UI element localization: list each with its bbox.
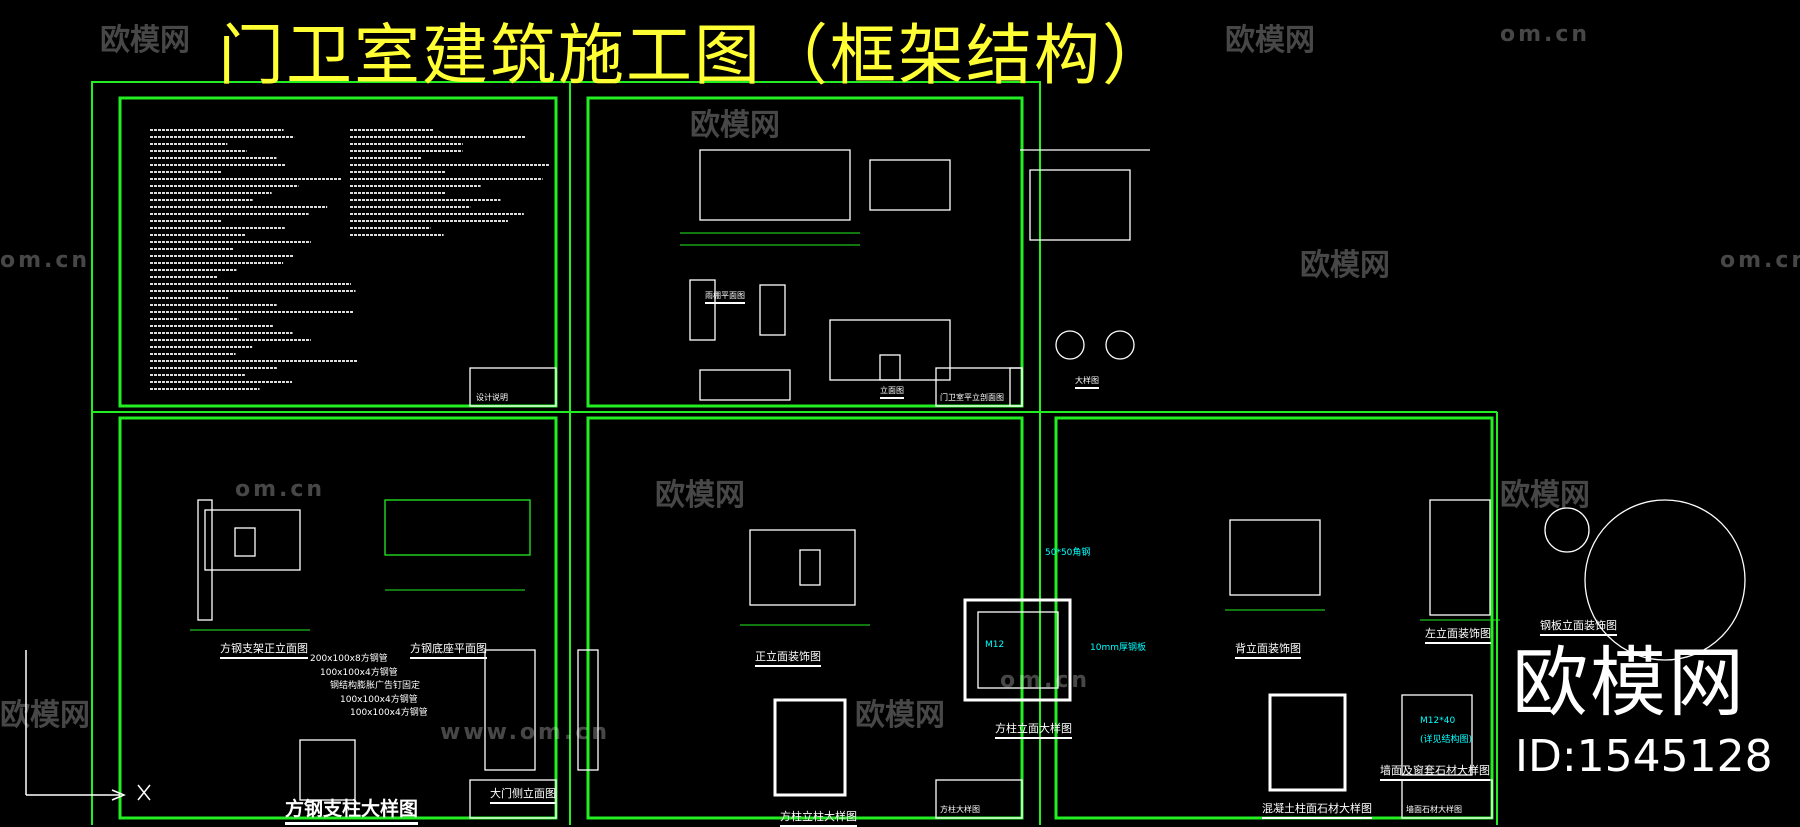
sheet2-label-3: 大样图 [1075, 375, 1099, 389]
ucs-icon [25, 650, 151, 801]
note: 100x100x4方钢管 [350, 708, 428, 718]
sheet5-label-5: 墙面及窗套石材大样图 [1380, 762, 1490, 781]
watermark-brand: 欧模网 [855, 698, 945, 733]
watermark-url: om.cn [0, 248, 91, 273]
model-id-watermark: ID:1545128 [1515, 731, 1773, 782]
watermark-brand: 欧模网 [100, 23, 190, 58]
sheet2-label-1: 雨棚平面图 [705, 290, 745, 304]
brand-watermark: 欧模网 [1512, 638, 1746, 727]
watermark-url: om.cn [1500, 22, 1591, 47]
note: 钢结构膨胀广告钉固定 [330, 681, 421, 691]
watermark-brand: 欧模网 [1225, 23, 1315, 58]
watermark-brand: 欧模网 [690, 108, 780, 143]
drawing-title: 门卫室建筑施工图（框架结构） [218, 17, 1170, 94]
sheet4-label-3: 方柱立柱大样图 [780, 808, 857, 827]
note: 10mm厚钢板 [1090, 643, 1146, 653]
sheet-4-frame [586, 416, 1024, 820]
sheet5-label-1: 背立面装饰图 [1235, 640, 1301, 659]
note: M12*40 [1420, 716, 1456, 726]
sheet-2-frame [586, 96, 1024, 408]
drawings [197, 149, 1746, 819]
note: (详见结构图) [1420, 735, 1473, 745]
watermark-brand: 欧模网 [1300, 248, 1390, 283]
sheet5-label-4: 混凝土柱面石材大样图 [1262, 800, 1372, 819]
dimension-lines [190, 232, 1500, 631]
watermark-url: www.om.cn [440, 720, 611, 745]
sheet5-label-2: 左立面装饰图 [1425, 625, 1491, 644]
sheet5-label-3: 钢板立面装饰图 [1540, 617, 1617, 636]
sheet3-label-column-detail: 方钢支柱大样图 [285, 794, 419, 825]
sheet2-title-block-name: 门卫室平立剖面图 [940, 393, 1004, 402]
sheet3-label-front-elevation: 方钢支架正立面图 [220, 640, 308, 659]
sheet3-label-gate-side: 大门侧立面图 [490, 785, 556, 804]
note: 100x100x4方钢管 [340, 695, 418, 705]
watermark-url: om.cn [1000, 668, 1091, 693]
design-notes-text [150, 129, 549, 390]
sheet-1-frame [118, 96, 558, 408]
watermark-url: om.cn [235, 477, 326, 502]
sheet2-label-2: 立面图 [880, 385, 904, 399]
sheet1-title-block-name: 设计说明 [476, 393, 508, 402]
watermark-brand: 欧模网 [1500, 478, 1590, 513]
sheet4-title-block-name: 方柱大样图 [940, 805, 980, 814]
sheet-frames [91, 81, 1498, 825]
watermark-brand: 欧模网 [655, 478, 745, 513]
note: M12 [985, 640, 1005, 650]
sheet3-label-base-plan: 方钢底座平面图 [410, 640, 487, 659]
sheet-5-frame [1054, 416, 1494, 820]
sheet5-title-block-name: 墙面石材大样图 [1406, 805, 1462, 814]
sheet4-label-2: 方柱立面大样图 [995, 720, 1072, 739]
watermark-url: om.cn [1720, 248, 1800, 273]
note: 50*50角钢 [1045, 548, 1091, 558]
watermark-brand: 欧模网 [0, 698, 90, 733]
sheet-3-frame [118, 416, 558, 820]
note: 100x100x4方钢管 [320, 668, 398, 678]
note: 200x100x8方钢管 [310, 654, 388, 664]
sheet4-label-1: 正立面装饰图 [755, 648, 821, 667]
